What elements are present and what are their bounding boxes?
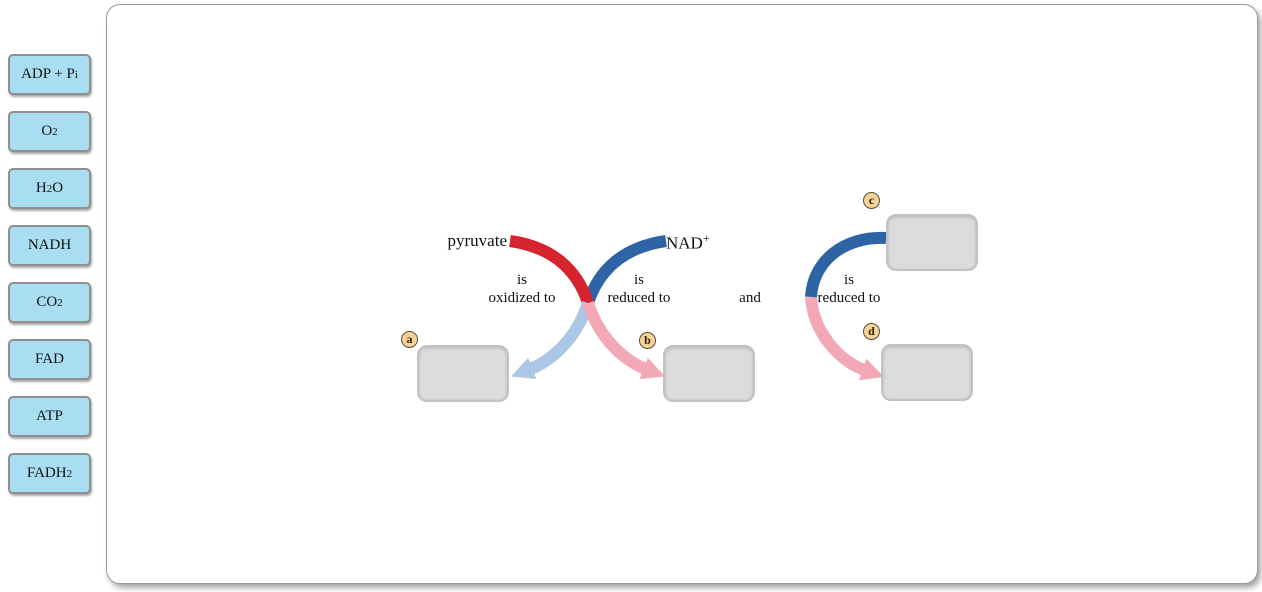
bank-item-fad[interactable]: FAD: [8, 339, 91, 380]
bank-item-label: FADH: [26, 465, 67, 481]
bank-item-nadh[interactable]: NADH: [8, 225, 91, 266]
label-line: is: [843, 272, 854, 288]
label-nad: NAD+: [666, 231, 710, 254]
bank-item-label: O: [41, 123, 53, 139]
bank-item-label: CO: [36, 294, 58, 310]
label-is-oxidized-to: is oxidized to: [467, 271, 577, 307]
diagram-panel: pyruvate NAD+ is oxidized to is reduced …: [106, 4, 1258, 584]
drop-target-d[interactable]: [881, 344, 973, 401]
label-nad-superscript: +: [702, 231, 710, 245]
badge-a: a: [401, 331, 418, 348]
bank-item-label: NADH: [27, 237, 72, 253]
bank-item-label: H: [35, 180, 47, 196]
badge-b: b: [639, 332, 656, 349]
label-is-reduced-to-mid: is reduced to: [584, 271, 694, 307]
drop-target-b[interactable]: [663, 345, 755, 402]
arrow-to-target-a-lightblue: [510, 301, 594, 379]
label-is-reduced-to-right: is reduced to: [794, 271, 904, 307]
drop-target-c[interactable]: [886, 214, 978, 271]
label-line: oxidized to: [488, 290, 556, 306]
label-pyruvate: pyruvate: [447, 231, 507, 250]
arrow-to-target-d-pink: [805, 296, 885, 381]
bank-item-atp[interactable]: ATP: [8, 396, 91, 437]
bank-item-label-post: O: [52, 180, 64, 196]
bank-item-label: FAD: [35, 351, 64, 367]
badge-d: d: [863, 323, 880, 340]
bank-item-label: ADP + P: [21, 66, 75, 82]
label-line: reduced to: [607, 290, 671, 306]
drop-target-a[interactable]: [417, 345, 509, 402]
bank-item-label: ATP: [36, 408, 63, 424]
badge-c: c: [863, 192, 880, 209]
label-and: and: [739, 290, 761, 306]
label-line: is: [516, 272, 527, 288]
label-nad-text: NAD: [666, 233, 703, 253]
label-line: reduced to: [817, 290, 881, 306]
label-line: is: [633, 272, 644, 288]
